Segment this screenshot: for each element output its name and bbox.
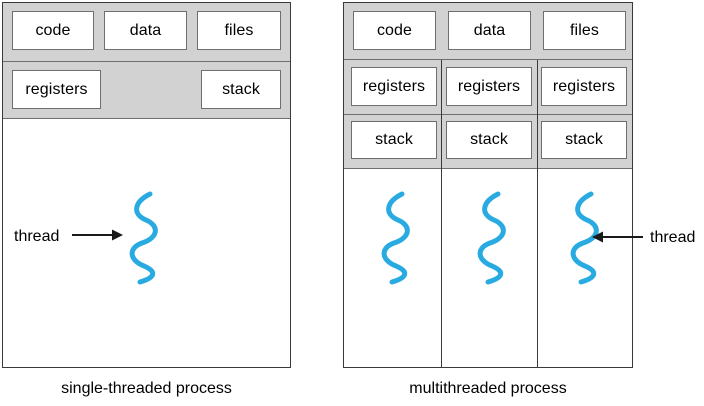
multi-cell-stack-2: stack	[446, 121, 532, 159]
single-thread-label: thread	[14, 228, 60, 245]
multi-cell-code: code	[353, 11, 436, 50]
single-threaded-caption: single-threaded process	[61, 380, 232, 397]
thread-squiggle	[120, 190, 166, 286]
thread-squiggle	[561, 190, 607, 286]
multi-cell-data: data	[448, 11, 531, 50]
single-cell-files: files	[197, 11, 281, 50]
multithreaded-process-box: code data files registers registers regi…	[343, 2, 633, 368]
single-threaded-process-box: code data files registers stack	[2, 2, 291, 368]
multi-cell-registers-1: registers	[351, 67, 437, 106]
multi-cell-stack-3: stack	[541, 121, 627, 159]
multi-thread-arrow-left-icon	[591, 230, 643, 244]
thread-squiggle	[468, 190, 514, 286]
single-thread-arrow-right-icon	[72, 228, 124, 242]
single-cell-stack: stack	[201, 70, 281, 109]
single-cell-data: data	[104, 11, 187, 50]
multi-column-divider-1	[441, 60, 442, 368]
multi-cell-registers-2: registers	[446, 67, 532, 106]
multi-cell-files: files	[543, 11, 626, 50]
multi-thread-label: thread	[650, 229, 696, 246]
thread-squiggle	[372, 190, 418, 286]
multithreaded-caption: multithreaded process	[409, 380, 567, 397]
multi-cell-registers-3: registers	[541, 67, 627, 106]
multi-cell-stack-1: stack	[351, 121, 437, 159]
single-cell-registers: registers	[12, 70, 101, 109]
multi-column-divider-2	[537, 60, 538, 368]
single-cell-code: code	[12, 11, 94, 50]
